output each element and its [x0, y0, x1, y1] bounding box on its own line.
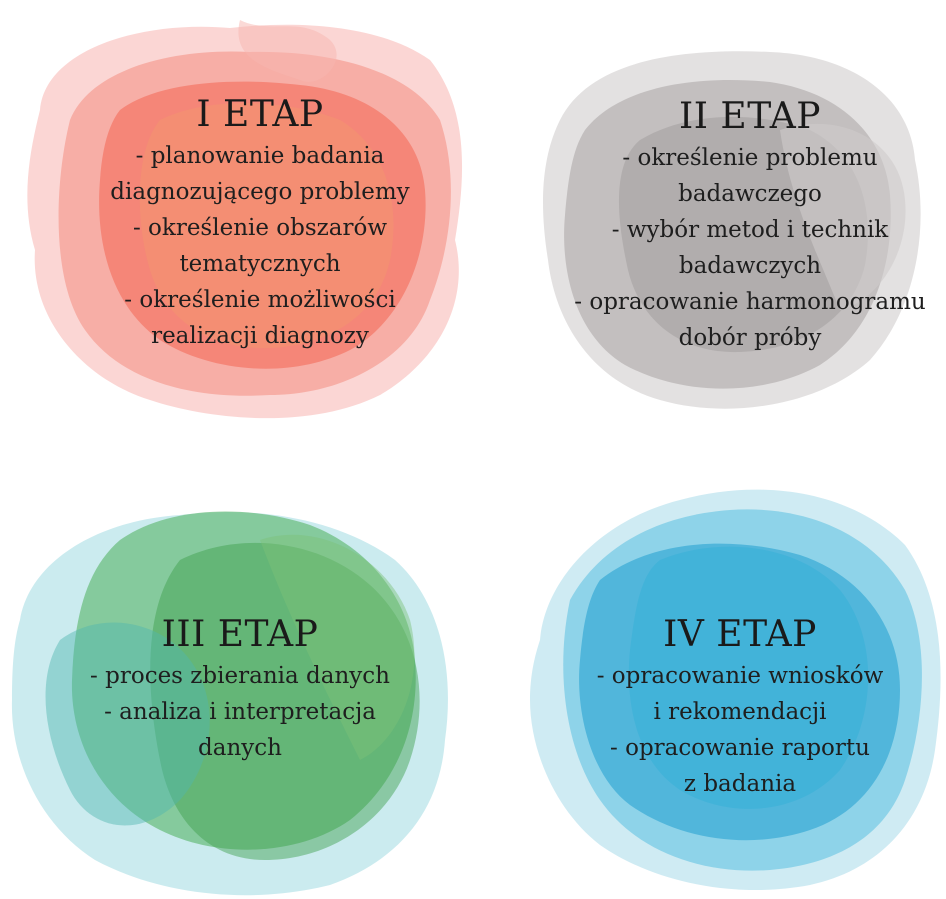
stage-1-line: - określenie obszarów — [132, 215, 388, 241]
stage-3-title: III ETAP — [161, 614, 319, 655]
stage-2-line: dobór próby — [678, 325, 822, 351]
stage-2-line: badawczego — [678, 181, 822, 207]
stage-1-title: I ETAP — [196, 94, 324, 135]
stage-2-line: badawczych — [678, 253, 822, 279]
stage-2: II ETAP - określenie problemu badawczego… — [540, 94, 946, 356]
stage-4-line: - opracowanie wniosków — [596, 663, 884, 689]
stage-2-blob — [543, 51, 921, 409]
stage-1-line: diagnozującego problemy — [110, 179, 410, 205]
stage-4-line: z badania — [683, 771, 797, 797]
stage-3-line: - proces zbierania danych — [90, 663, 390, 689]
stage-2-line: - wybór metod i technik — [611, 217, 889, 243]
stage-1-line: - planowanie badania — [135, 143, 385, 169]
stage-3-line: - analiza i interpretacja — [104, 699, 376, 725]
stage-3: III ETAP - proces zbierania danych - ana… — [60, 612, 420, 766]
stage-3-blob — [11, 511, 448, 896]
stage-1-line: realizacji diagnozy — [151, 323, 369, 349]
stage-1-blob — [27, 20, 463, 419]
stage-4-blob — [530, 489, 941, 891]
stage-4: IV ETAP - opracowanie wniosków i rekomen… — [560, 612, 920, 802]
stage-2-title: II ETAP — [679, 96, 821, 137]
stage-1-line: - określenie możliwości — [124, 287, 396, 313]
stage-4-title: IV ETAP — [663, 614, 817, 655]
stage-3-line: danych — [198, 735, 282, 761]
stage-4-line: i rekomendacji — [653, 699, 827, 725]
stage-1-line: tematycznych — [179, 251, 341, 277]
stage-1: I ETAP - planowanie badania diagnozujące… — [95, 92, 425, 354]
stage-2-line: - określenie problemu — [622, 145, 878, 171]
stage-2-line: - opracowanie harmonogramu — [574, 289, 926, 315]
stage-4-line: - opracowanie raportu — [610, 735, 870, 761]
